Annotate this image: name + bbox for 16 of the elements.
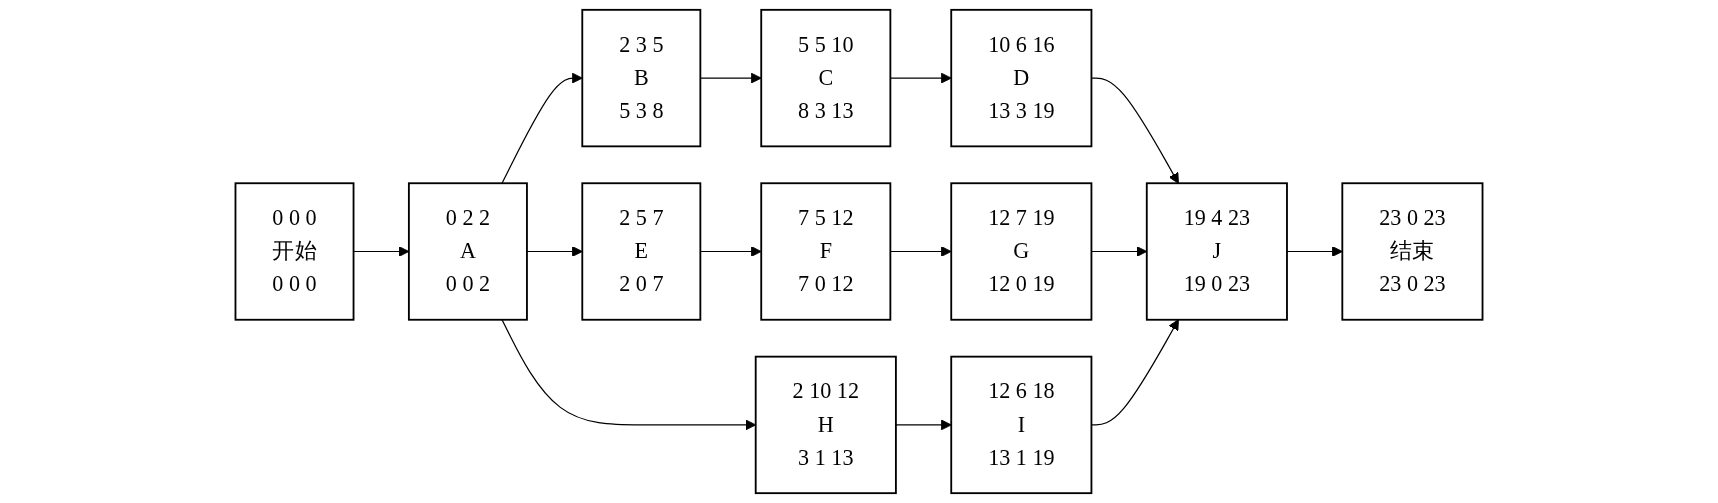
arrow [1286, 246, 1343, 257]
node-box: 19 4 23 J 19 0 23 [1145, 182, 1288, 321]
node-box: 0 0 0 开始 0 0 0 [234, 182, 355, 321]
node-box: 7 5 12 F 7 0 12 [760, 182, 892, 321]
node-box: 2 5 7 E 2 0 7 [581, 182, 702, 321]
node-box: 0 2 2 A 0 0 2 [407, 182, 528, 321]
arrow [501, 72, 583, 184]
node-box: 2 3 5 B 5 3 8 [581, 8, 702, 148]
node-box: 12 6 18 I 13 1 19 [950, 355, 1093, 495]
arrow [526, 246, 583, 257]
node-box: 12 7 19 G 12 0 19 [950, 182, 1093, 321]
node-box: 10 6 16 D 13 3 19 [950, 8, 1093, 148]
node-box: 2 10 12 H 3 1 13 [754, 355, 897, 495]
node-box: 5 5 10 C 8 3 13 [760, 8, 892, 148]
arrow [895, 419, 952, 431]
node-box: 23 0 23 结束 23 0 23 [1341, 182, 1484, 321]
